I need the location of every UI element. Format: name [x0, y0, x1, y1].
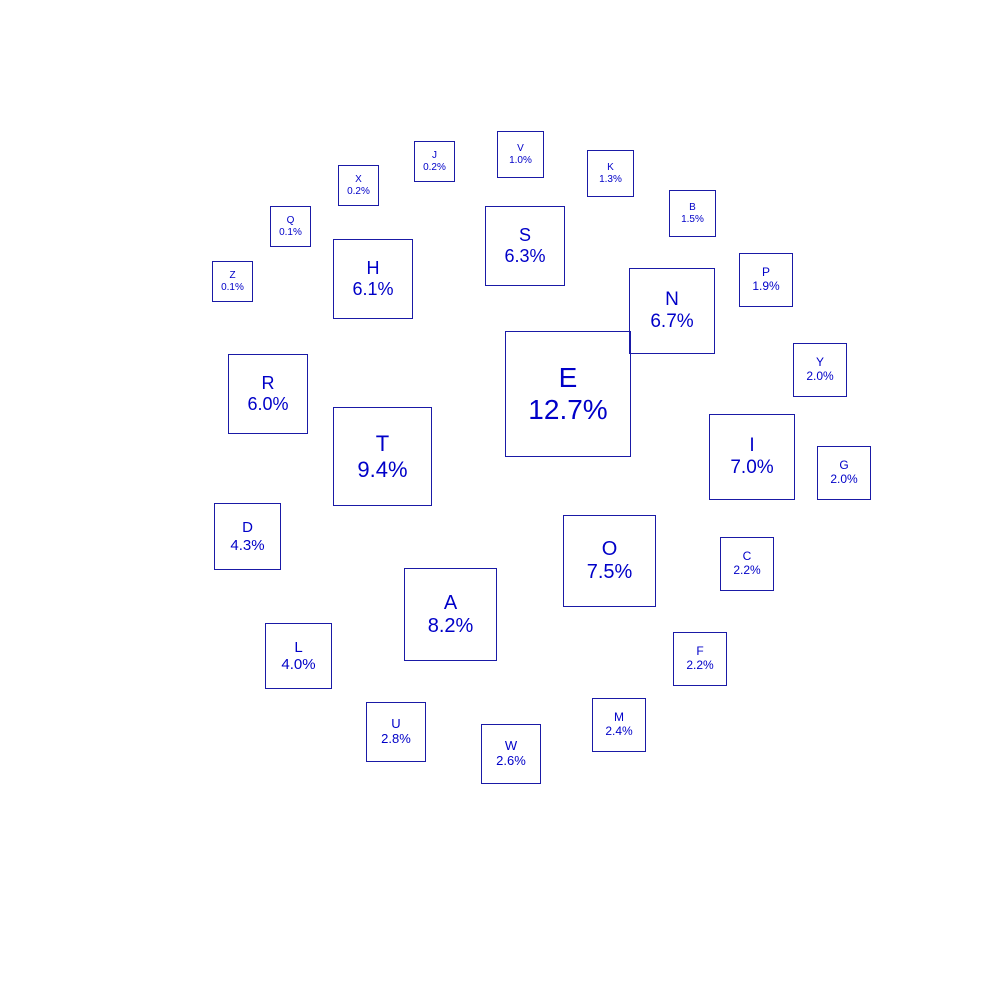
- percent-label: 0.1%: [279, 226, 302, 238]
- percent-label: 12.7%: [528, 394, 608, 425]
- percent-label: 1.9%: [752, 279, 780, 293]
- percent-label: 0.2%: [423, 161, 446, 173]
- percent-label: 1.0%: [509, 154, 532, 166]
- percent-label: 2.2%: [686, 658, 714, 672]
- percent-label: 7.5%: [586, 561, 633, 583]
- percent-label: 8.2%: [427, 614, 474, 637]
- percent-label: 0.2%: [347, 185, 370, 197]
- letter-label: Z: [229, 270, 236, 281]
- percent-label: 7.0%: [730, 457, 774, 478]
- letter-label: X: [355, 174, 362, 185]
- percent-label: 4.3%: [230, 536, 265, 554]
- letter-label: I: [749, 435, 755, 457]
- letter-label: R: [261, 373, 275, 394]
- percent-label: 6.1%: [352, 279, 394, 299]
- letter-label: P: [761, 265, 770, 280]
- letter-label: Y: [815, 355, 824, 370]
- percent-label: 1.5%: [681, 213, 704, 225]
- percent-label: 0.1%: [221, 281, 244, 293]
- letter-label: E: [558, 361, 578, 393]
- letter-label: F: [696, 644, 704, 659]
- letter-label: G: [839, 458, 849, 473]
- letter-label: H: [366, 258, 380, 279]
- letter-label: O: [601, 538, 618, 560]
- letter-label: V: [517, 143, 524, 154]
- letter-label: C: [742, 549, 752, 564]
- percent-label: 2.8%: [381, 731, 411, 746]
- letter-label: D: [242, 519, 253, 537]
- percent-label: 9.4%: [357, 456, 408, 482]
- percent-label: 6.7%: [650, 311, 694, 332]
- percent-label: 2.0%: [806, 369, 834, 383]
- percent-label: 2.0%: [830, 472, 858, 486]
- percent-label: 2.4%: [605, 724, 633, 738]
- letter-label: W: [504, 738, 518, 754]
- letter-label: N: [665, 289, 679, 311]
- letter-label: K: [607, 162, 614, 173]
- letter-label: M: [614, 710, 624, 725]
- letter-label: B: [689, 202, 696, 213]
- percent-label: 4.0%: [281, 656, 316, 673]
- letter-label: L: [294, 638, 303, 656]
- percent-label: 2.6%: [496, 753, 526, 768]
- letter-label: U: [391, 716, 401, 732]
- letter-label: S: [518, 225, 531, 246]
- percent-label: 2.2%: [733, 563, 761, 577]
- letter-label: T: [375, 431, 390, 457]
- letter-label: J: [432, 150, 437, 161]
- percent-label: 6.0%: [247, 394, 289, 414]
- percent-label: 6.3%: [504, 246, 546, 266]
- letter-label: Q: [286, 215, 295, 226]
- percent-label: 1.3%: [599, 173, 622, 185]
- letter-label: A: [443, 591, 458, 614]
